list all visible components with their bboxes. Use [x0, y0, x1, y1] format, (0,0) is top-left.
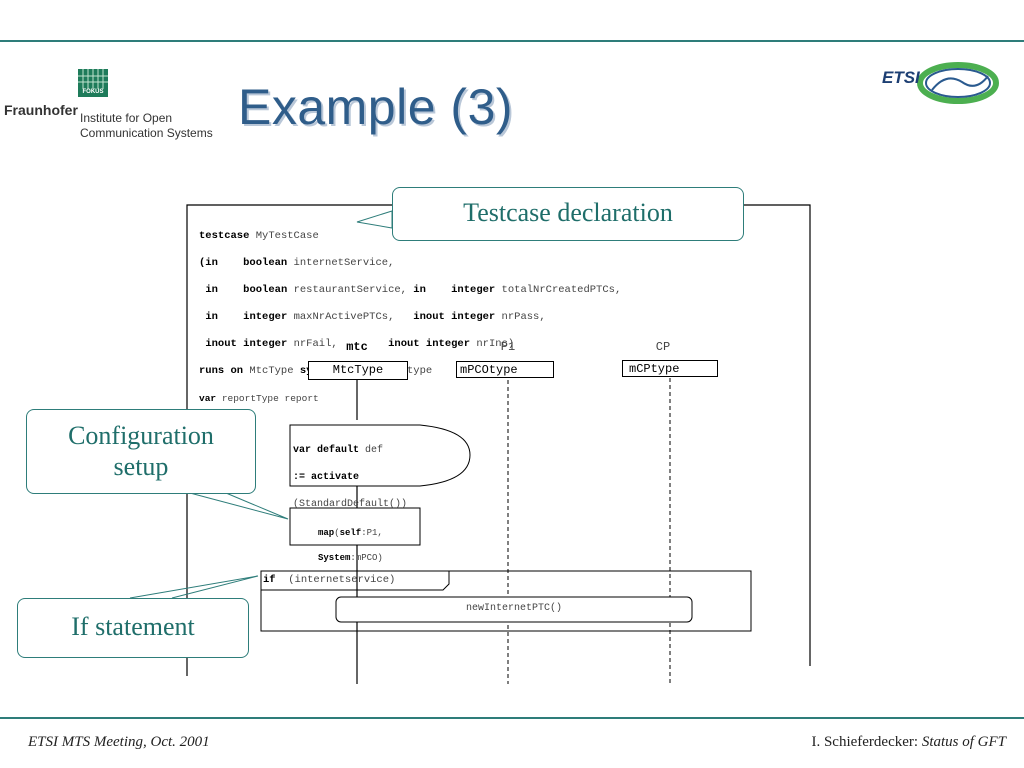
code-line-4: in integer maxNrActivePTCs, inout intege… [205, 310, 546, 323]
instance-name-cp: CP [655, 340, 671, 354]
bottom-rule [0, 717, 1024, 719]
instance-name-p1: P1 [500, 340, 516, 354]
code-line-6: runs on MtcType system TestSystemtype [199, 364, 432, 377]
code-line-1: testcase MyTestCase [199, 229, 319, 242]
code-line-7: var reportType report [199, 392, 319, 404]
institute-name: Institute for Open Communication Systems [80, 111, 213, 141]
etsi-logo-text: ETSI [882, 68, 920, 87]
instance-type-cp: mCPtype [622, 360, 718, 377]
callout-config-line-2: setup [113, 452, 169, 481]
etsi-logo: ETSI [880, 60, 1000, 106]
slide-title: Example (3) [238, 79, 514, 135]
instance-name-mtc: mtc [346, 340, 368, 354]
footer-right: I. Schieferdecker: Status of GFT [811, 734, 1006, 750]
etsi-logo-icon [917, 62, 999, 104]
callout-testcase-declaration: Testcase declaration [392, 187, 744, 241]
if-statement-label: if (internetservice) [263, 574, 396, 586]
instance-type-mtc: MtcType [308, 361, 408, 380]
callout-if-statement: If statement [17, 598, 249, 658]
institute-line-1: Institute for Open [80, 111, 173, 125]
fraunhofer-name: Fraunhofer [4, 102, 78, 118]
code-line-3: in boolean restaurantService, in integer… [205, 283, 622, 296]
footer-left: ETSI MTS Meeting, Oct. 2001 [28, 734, 210, 750]
map-statement: map(self:P1, System:mPCO) [318, 527, 383, 563]
code-line-2: (in boolean internetService, [199, 256, 395, 269]
fokus-badge: FOKUS [82, 89, 104, 95]
default-activation: var default def := activate (StandardDef… [293, 444, 408, 510]
institute-line-2: Communication Systems [80, 126, 213, 140]
callout-configuration-setup: Configuration setup [26, 409, 256, 494]
fokus-logo-icon [78, 69, 108, 97]
testcase-code: testcase MyTestCase (in boolean internet… [199, 216, 621, 419]
new-internet-ptc-call: newInternetPTC() [465, 603, 562, 614]
callout-config-line-1: Configuration [68, 421, 214, 450]
top-rule [0, 40, 1024, 42]
code-line-5: inout integer nrFail, inout integer nrIn… [205, 337, 515, 350]
instance-type-p1: mPCOtype [456, 361, 554, 378]
